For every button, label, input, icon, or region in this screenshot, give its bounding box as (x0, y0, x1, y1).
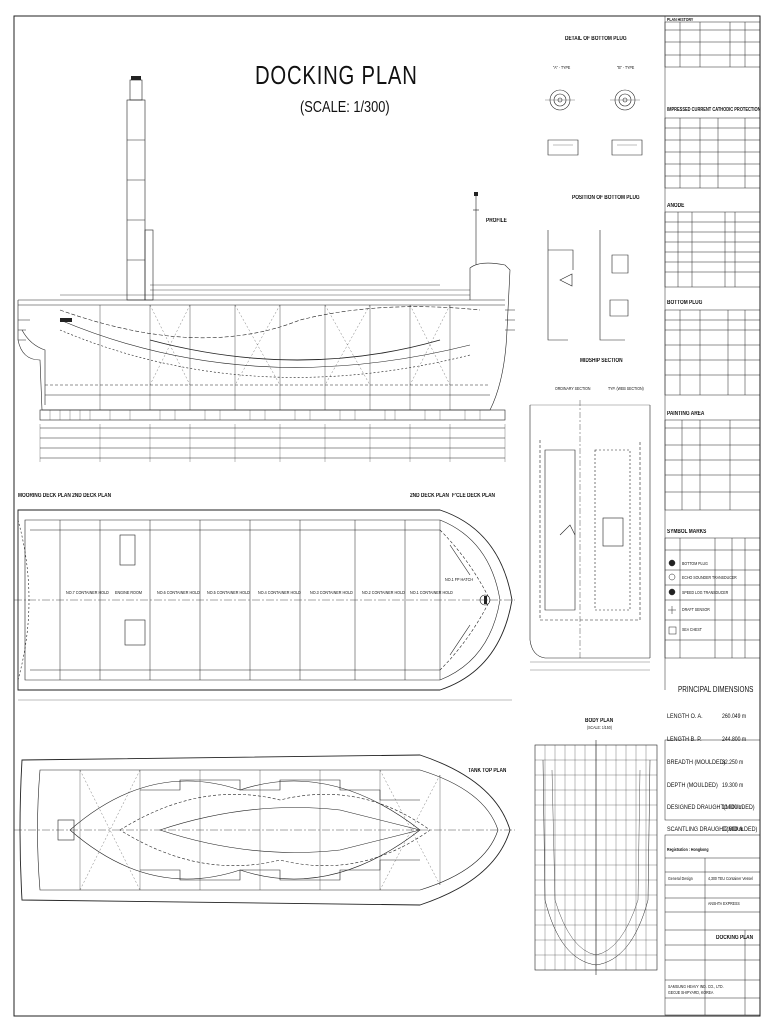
symbol-item: ECHO SOUNDER TRANSDUCER (682, 575, 737, 580)
hold-label: NO.5 CONTAINER HOLD (207, 590, 250, 595)
body-plan (534, 740, 658, 975)
hold-label: NO.7 CONTAINER HOLD (66, 590, 109, 595)
typ-section-label: TYP. (WEB SECTION) (608, 386, 644, 391)
bottom-plug-detail (545, 89, 643, 156)
b-type-label: "B" - TYPE (617, 65, 635, 70)
bottom-plug-position (547, 230, 629, 341)
dimension-label: LENGTH O. A. (667, 713, 703, 720)
body-plan-scale: (SCALE: 1/150) (587, 725, 612, 730)
deck-plan-view (14, 509, 515, 701)
hold-label: ENGINE ROOM (115, 590, 142, 595)
plan-history-heading: PLAN HISTORY (667, 17, 694, 22)
title-block-yard: GEOJE SHIPYARD, KOREA (668, 990, 714, 995)
position-bottom-plug-label: POSITION OF BOTTOM PLUG (572, 195, 640, 201)
dimension-label: BREADTH (MOULDED) (667, 759, 726, 766)
title-block-dept: General Design (668, 876, 693, 881)
title-block-drawing-title: DOCKING PLAN (716, 935, 754, 941)
body-plan-label: BODY PLAN (585, 718, 614, 724)
dimension-label: SCANTLING DRAUGHT(MOULDED) (667, 826, 758, 833)
symbol-item: BOTTOM PLUG (682, 561, 708, 566)
hold-label: NO.3 CONTAINER HOLD (310, 590, 353, 595)
sheet-border (13, 15, 761, 1017)
right-panel-tables (664, 16, 761, 1016)
title-block-company: SAMSUNG HEAVY IND. CO., LTD. (668, 984, 724, 989)
bottom-plug-heading: BOTTOM PLUG (667, 300, 703, 306)
symbol-item: SEA CHEST (682, 627, 702, 632)
symbol-item: SPEED LOG TRANSDUCER (682, 590, 729, 595)
profile-view (17, 79, 515, 462)
hold-label: NO.6 CONTAINER HOLD (157, 590, 200, 595)
second-deck-label: 2ND DECK PLAN (410, 493, 449, 499)
midship-label: MIDSHIP SECTION (580, 358, 623, 364)
painting-area-heading: PAINTING AREA (667, 411, 705, 417)
iccp-heading: IMPRESSED CURRENT CATHODIC PROTECTION (667, 107, 761, 113)
a-type-label: "A" - TYPE (553, 65, 571, 70)
dimension-value: 19.300 m (722, 782, 744, 789)
tank-top-label: TANK TOP PLAN (468, 768, 507, 774)
midship-section (529, 400, 651, 671)
dimension-value: 32.250 m (722, 759, 744, 766)
hold-label: NO.2 CONTAINER HOLD (362, 590, 405, 595)
detail-bottom-plug-label: DETAIL OF BOTTOM PLUG (565, 36, 627, 42)
dimension-value: 260.049 m (722, 713, 747, 720)
dimension-label: LENGTH B. P. (667, 736, 702, 743)
registration: Registration : Hongkong (667, 847, 709, 852)
ordinary-section-label: ORDINARY SECTION (555, 386, 591, 391)
fcle-deck-label: F'CLE DECK PLAN (452, 493, 496, 499)
mooring-deck-label: MOORING DECK PLAN 2ND DECK PLAN (18, 493, 112, 499)
title-block-ship-name: ANSHTA EXPRESS (708, 901, 740, 906)
dimension-value: 11.000 m (722, 804, 743, 811)
symbol-marks-heading: SYMBOL MARKS (667, 529, 707, 535)
hold-label: NO.1 FP HATCH (445, 577, 474, 582)
principal-dimensions-heading: PRINCIPAL DIMENSIONS (678, 685, 754, 694)
title-block-vessel: 4,300 TEU Container Vessel (708, 876, 753, 881)
symbol-item: DRAFT SENSOR (682, 607, 710, 612)
dimension-value: 12.600 m (722, 826, 744, 833)
dimension-value: 244.800 m (722, 736, 747, 743)
dimension-label: DEPTH (MOULDED) (667, 782, 718, 789)
profile-label: PROFILE (486, 218, 507, 224)
hold-label: NO.1 CONTAINER HOLD (410, 590, 453, 595)
anode-heading: ANODE (667, 203, 685, 209)
dimension-label: DESIGNED DRAUGHT(MOULDED) (667, 804, 755, 811)
drawing-scale: (SCALE: 1/300) (300, 99, 390, 116)
hold-label: NO.4 CONTAINER HOLD (258, 590, 301, 595)
tank-top-view (14, 754, 515, 906)
drawing-title: DOCKING PLAN (255, 60, 418, 90)
